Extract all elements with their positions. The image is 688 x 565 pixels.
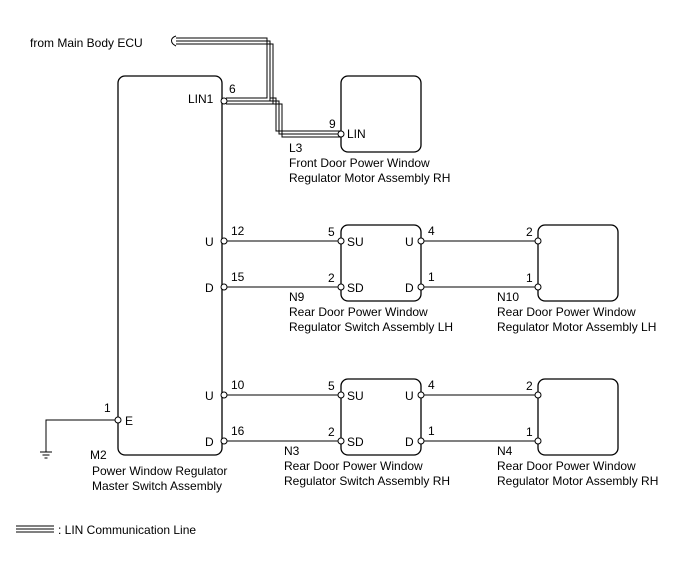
n3-su-pin: 5: [328, 379, 335, 393]
n3-sd-pin: 2: [328, 425, 335, 439]
harness-break-symbol: [171, 35, 177, 47]
m2-e-pin-marker: [114, 416, 122, 424]
n9-d-pin-marker: [417, 283, 425, 291]
n9-sd-pin: 2: [328, 271, 335, 285]
m2-rh-d-label: D: [205, 435, 214, 449]
n4-bottom-pin-marker: [534, 437, 542, 445]
legend-lin-line-symbol: [16, 525, 54, 533]
m2-rh-d-pin-marker: [220, 437, 228, 445]
m2-e-pin: 1: [104, 401, 111, 415]
n3-d-pin: 1: [428, 424, 435, 438]
m2-lin-terminal: LIN1: [188, 92, 214, 106]
m2-rh-u-pin: 10: [231, 378, 245, 392]
n10-bottom-pin-marker: [534, 283, 542, 291]
ground-icon: [40, 451, 52, 459]
n10-motor-box: [537, 224, 619, 302]
n3-sd-pin-marker: [337, 437, 345, 445]
m2-lin-pin-marker: [220, 97, 228, 105]
n9-sd-label: SD: [347, 281, 364, 295]
n3-u-label: U: [405, 389, 414, 403]
n9-u-pin: 4: [428, 224, 435, 238]
n3-u-pin-marker: [417, 391, 425, 399]
legend-label: : LIN Communication Line: [58, 523, 196, 537]
n9-sd-pin-marker: [337, 283, 345, 291]
n9-u-pin-marker: [417, 237, 425, 245]
n9-d-label: D: [405, 281, 414, 295]
n4-pin-top: 2: [526, 379, 533, 393]
m2-master-switch-box: [117, 75, 223, 456]
m2-lh-d-pin-marker: [220, 283, 228, 291]
m2-lh-u-pin: 12: [231, 224, 245, 238]
n10-top-pin-marker: [534, 237, 542, 245]
n3-u-pin: 4: [428, 378, 435, 392]
n3-sd-label: SD: [347, 435, 364, 449]
n9-name-line1: Rear Door Power Window: [289, 305, 428, 319]
n9-code: N9: [289, 290, 305, 304]
source-label: from Main Body ECU: [30, 36, 143, 50]
n10-pin-bottom: 1: [526, 271, 533, 285]
n9-su-label: SU: [347, 235, 364, 249]
n9-name-line2: Regulator Switch Assembly LH: [289, 320, 453, 334]
m2-lh-u-pin-marker: [220, 237, 228, 245]
n4-name-line1: Rear Door Power Window: [497, 459, 636, 473]
n10-name-line2: Regulator Motor Assembly LH: [497, 320, 656, 334]
n3-switch-box: [340, 378, 422, 456]
l3-name-line1: Front Door Power Window: [289, 156, 430, 170]
n3-su-pin-marker: [337, 391, 345, 399]
n9-switch-box: [340, 224, 422, 302]
m2-e-terminal: E: [125, 414, 133, 428]
n10-pin-top: 2: [526, 225, 533, 239]
n3-name-line1: Rear Door Power Window: [284, 459, 423, 473]
l3-motor-box: [340, 75, 422, 153]
m2-name-line2: Master Switch Assembly: [92, 479, 222, 493]
m2-lh-d-pin: 15: [231, 270, 245, 284]
n4-pin-bottom: 1: [526, 425, 533, 439]
m2-lh-d-label: D: [205, 281, 214, 295]
n4-motor-box: [537, 378, 619, 456]
l3-pin: 9: [329, 117, 336, 131]
n3-d-label: D: [405, 435, 414, 449]
l3-code: L3: [289, 141, 303, 155]
lin-communication-line: [176, 37, 341, 138]
n9-su-pin: 5: [328, 225, 335, 239]
l3-pin-marker: [337, 130, 345, 138]
n3-d-pin-marker: [417, 437, 425, 445]
n9-su-pin-marker: [337, 237, 345, 245]
n10-code: N10: [497, 290, 519, 304]
n10-name-line1: Rear Door Power Window: [497, 305, 636, 319]
m2-lin-pin: 6: [229, 82, 236, 96]
n4-code: N4: [497, 444, 513, 458]
n9-d-pin: 1: [428, 270, 435, 284]
n3-su-label: SU: [347, 389, 364, 403]
m2-rh-u-label: U: [205, 389, 214, 403]
n9-u-label: U: [405, 235, 414, 249]
m2-rh-d-pin: 16: [231, 424, 245, 438]
m2-code: M2: [90, 448, 107, 462]
l3-name-line2: Regulator Motor Assembly RH: [289, 171, 450, 185]
n3-name-line2: Regulator Switch Assembly RH: [284, 474, 450, 488]
n4-name-line2: Regulator Motor Assembly RH: [497, 474, 658, 488]
m2-name-line1: Power Window Regulator: [92, 464, 227, 478]
m2-rh-u-pin-marker: [220, 391, 228, 399]
ground-wire: [45, 419, 115, 452]
n3-code: N3: [284, 444, 300, 458]
m2-lh-u-label: U: [205, 235, 214, 249]
lh-rear-circuit: [227, 240, 535, 288]
l3-terminal: LIN: [347, 127, 366, 141]
rh-rear-circuit: [227, 394, 535, 442]
n4-top-pin-marker: [534, 391, 542, 399]
